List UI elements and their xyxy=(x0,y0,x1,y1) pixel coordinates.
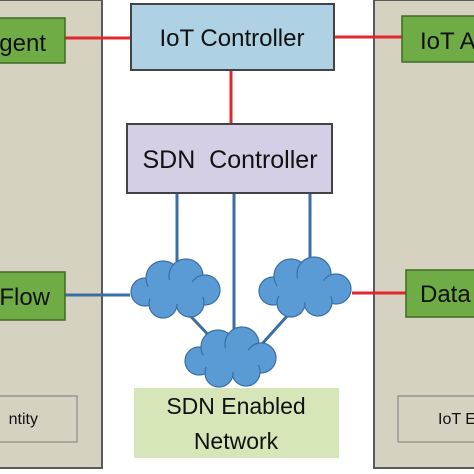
data-box xyxy=(405,269,474,318)
sdn-network-label-box xyxy=(134,388,339,458)
flow-box xyxy=(0,271,66,321)
agent-label: gent xyxy=(0,30,46,57)
iot-e-label: IoT E xyxy=(438,411,474,428)
iot-e-box xyxy=(397,395,474,443)
sdn-controller-label: SDN Controller xyxy=(142,146,317,174)
entity-box xyxy=(0,395,78,443)
sdn-network-line2: Network xyxy=(194,428,279,454)
iot-a-box xyxy=(401,15,474,63)
left-cloud xyxy=(130,258,221,319)
agent-box xyxy=(0,17,66,64)
sdn-controller-box xyxy=(126,123,333,194)
sdn-network-line1: SDN Enabled xyxy=(166,393,305,419)
iot-a-label: IoT A xyxy=(420,28,474,55)
right-panel xyxy=(373,0,474,469)
entity-label: ntity xyxy=(9,411,38,428)
left-panel xyxy=(0,0,103,469)
iot-controller-box xyxy=(130,3,335,71)
flow-label: Flow xyxy=(0,284,51,311)
right-cloud xyxy=(258,256,352,318)
iot-controller-label: IoT Controller xyxy=(160,25,305,52)
bottom-cloud xyxy=(184,326,277,388)
data-label: Data xyxy=(420,281,471,308)
